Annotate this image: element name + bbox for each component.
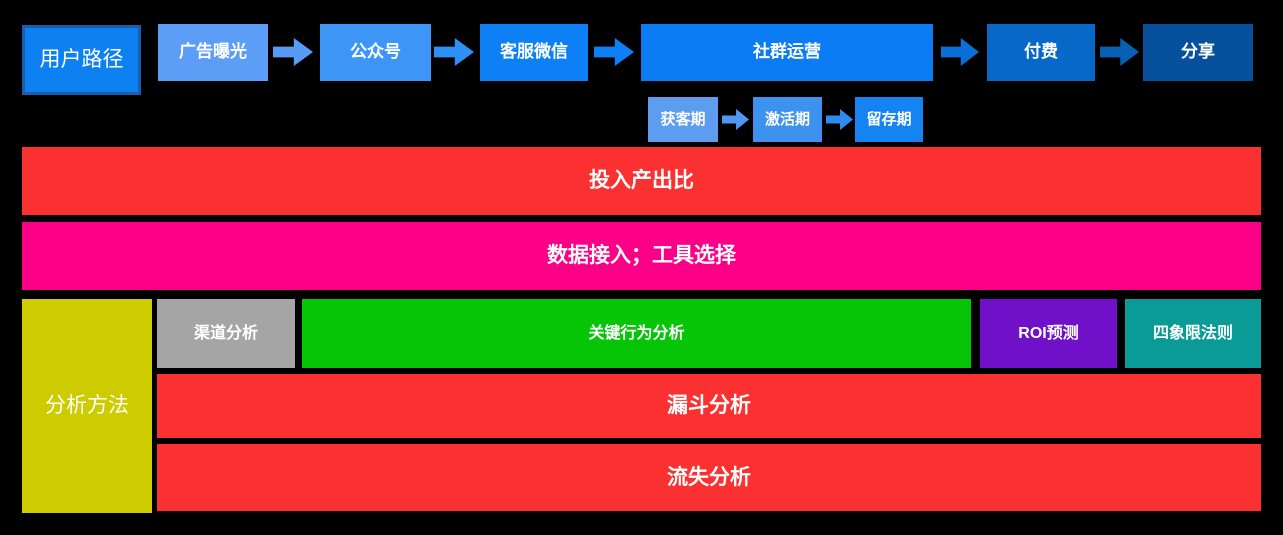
flow-node-label: 客服微信 [500, 42, 568, 62]
data-access-bar-label: 数据接入；工具选择 [547, 244, 736, 268]
flow-arrow-icon [826, 109, 853, 130]
churn-analysis-label: 流失分析 [667, 465, 751, 489]
flow-node-label: 公众号 [350, 42, 401, 62]
method-node-label: ROI预测 [1018, 324, 1079, 342]
method-node-roi-forecast: ROI预测 [980, 299, 1117, 368]
funnel-analysis-label: 漏斗分析 [667, 394, 751, 418]
phase-node-activation: 激活期 [753, 97, 822, 142]
method-node-label: 四象限法则 [1152, 324, 1233, 342]
phase-node-label: 留存期 [866, 110, 912, 128]
flow-node-service-wechat: 客服微信 [480, 24, 588, 81]
flow-node-community-ops: 社群运营 [641, 24, 933, 81]
method-node-four-quadrant-rule: 四象限法则 [1125, 299, 1261, 368]
flow-node-share: 分享 [1143, 24, 1253, 81]
flow-node-label: 付费 [1024, 42, 1058, 62]
method-node-channel-analysis: 渠道分析 [157, 299, 295, 368]
user-path-title-label: 用户路径 [39, 48, 124, 72]
user-path-title-node: 用户路径 [22, 25, 141, 95]
roi-bar: 投入产出比 [22, 147, 1261, 215]
funnel-analysis-bar: 漏斗分析 [157, 374, 1261, 438]
phase-node-label: 激活期 [764, 110, 810, 128]
phase-node-acquisition: 获客期 [648, 97, 718, 142]
flow-arrow-icon [434, 38, 474, 66]
flow-arrow-icon [1100, 38, 1139, 66]
data-access-bar: 数据接入；工具选择 [22, 222, 1261, 290]
flow-node-pay: 付费 [987, 24, 1095, 81]
roi-bar-label: 投入产出比 [589, 169, 694, 193]
flow-arrow-icon [941, 38, 979, 66]
flow-node-label: 分享 [1181, 42, 1215, 62]
flow-node-label: 广告曝光 [179, 42, 247, 62]
method-node-label: 渠道分析 [193, 324, 258, 342]
churn-analysis-bar: 流失分析 [157, 444, 1261, 511]
flow-arrow-icon [273, 38, 313, 66]
analysis-methods-side-label: 分析方法 [45, 394, 129, 418]
phase-node-retention: 留存期 [855, 97, 923, 142]
flow-node-label: 社群运营 [753, 42, 821, 62]
phase-node-label: 获客期 [660, 110, 706, 128]
method-node-key-behavior-analysis: 关键行为分析 [302, 299, 971, 368]
analysis-methods-side-node: 分析方法 [22, 299, 152, 513]
flow-arrow-icon [594, 38, 634, 66]
flow-arrow-icon [722, 109, 749, 130]
method-node-label: 关键行为分析 [588, 324, 685, 342]
flow-node-ad-exposure: 广告曝光 [158, 24, 268, 81]
flow-node-official-account: 公众号 [320, 24, 431, 81]
